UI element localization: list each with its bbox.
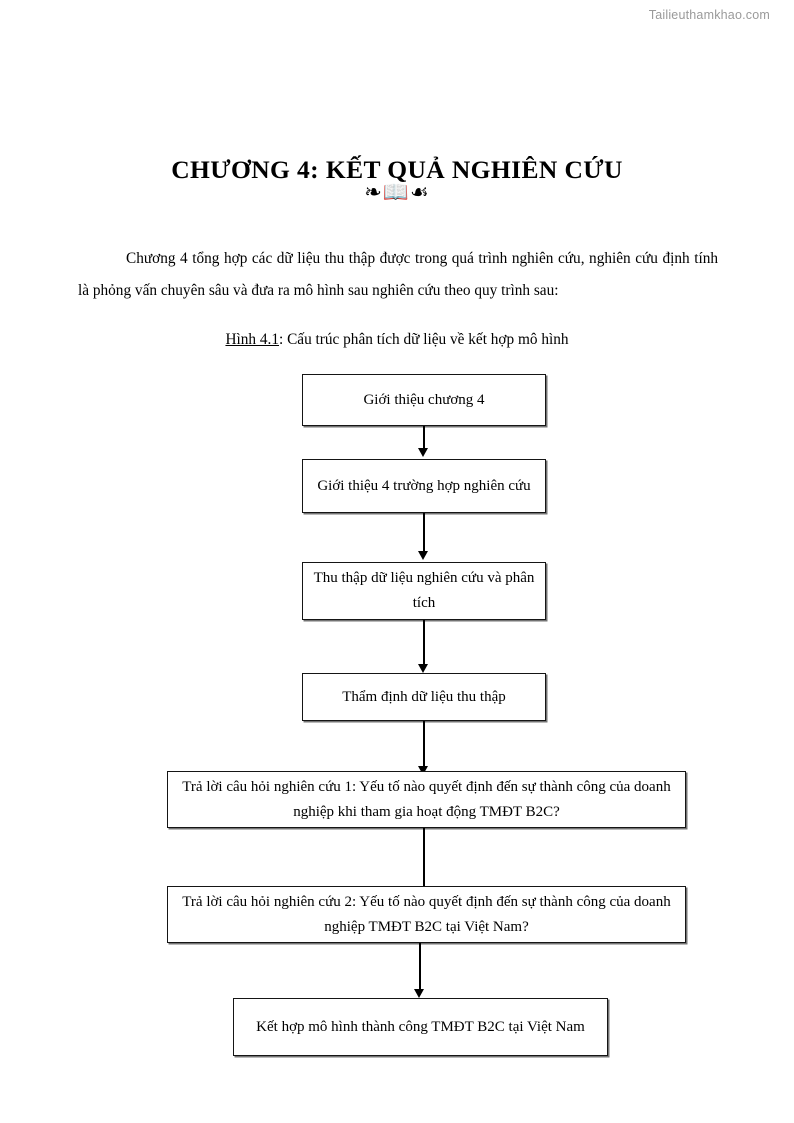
arrowhead-3-4 bbox=[418, 664, 428, 673]
arrowhead-6-7 bbox=[414, 989, 424, 998]
connector-2-3 bbox=[423, 513, 425, 553]
connector-6-7 bbox=[419, 943, 421, 991]
flow-node-7[interactable]: Kết hợp mô hình thành công TMĐT B2C tại … bbox=[233, 998, 608, 1056]
connector-4-5 bbox=[423, 721, 425, 768]
arrowhead-1-2 bbox=[418, 448, 428, 457]
flow-node-6[interactable]: Trả lời câu hỏi nghiên cứu 2: Yếu tố nào… bbox=[167, 886, 686, 943]
book-ornament-icon: ❧📖☙ bbox=[364, 180, 430, 204]
arrowhead-4-5 bbox=[418, 766, 428, 775]
flow-node-1[interactable]: Giới thiệu chương 4 bbox=[302, 374, 546, 426]
figure-caption: Hình 4.1: Cấu trúc phân tích dữ liệu về … bbox=[0, 331, 794, 349]
page-title: CHƯƠNG 4: KẾT QUẢ NGHIÊN CỨU bbox=[171, 155, 623, 185]
figure-label: Hình 4.1 bbox=[225, 331, 279, 348]
connector-1-2 bbox=[423, 426, 425, 450]
flow-node-4[interactable]: Thẩm định dữ liệu thu thập bbox=[302, 673, 546, 721]
flow-node-2[interactable]: Giới thiệu 4 trường hợp nghiên cứu bbox=[302, 459, 546, 513]
figure-caption-text: : Cấu trúc phân tích dữ liệu về kết hợp … bbox=[279, 331, 569, 348]
flow-node-3[interactable]: Thu thập dữ liệu nghiên cứu và phân tích bbox=[302, 562, 546, 620]
connector-5-6 bbox=[423, 828, 425, 886]
site-watermark: Tailieuthamkhao.com bbox=[648, 8, 770, 22]
intro-paragraph: Chương 4 tổng hợp các dữ liệu thu thập đ… bbox=[78, 250, 718, 300]
connector-3-4 bbox=[423, 620, 425, 666]
flow-node-5[interactable]: Trả lời câu hỏi nghiên cứu 1: Yếu tố nào… bbox=[167, 771, 686, 828]
arrowhead-2-3 bbox=[418, 551, 428, 560]
